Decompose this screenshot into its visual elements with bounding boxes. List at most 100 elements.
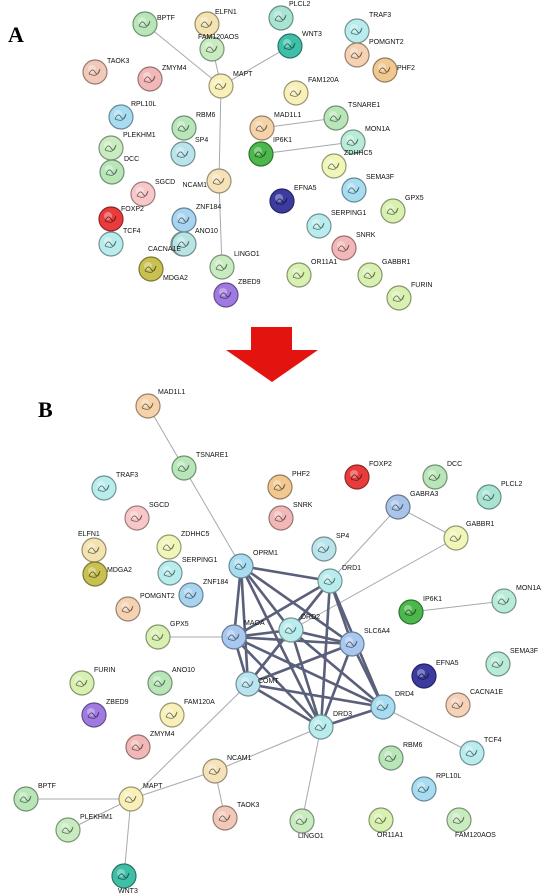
b-protein-structure-icon-serping1 xyxy=(163,569,176,577)
a-node-taok3: TAOK3 xyxy=(82,58,130,85)
a-node-label-pomgnt2: POMGNT2 xyxy=(369,39,404,46)
a-node-label-ip6k1: IP6K1 xyxy=(273,137,292,144)
b-node-rpl10l: RPL10L xyxy=(411,773,461,802)
b-node-label-fam120aos: FAM120AOS xyxy=(455,832,496,839)
b-protein-structure-icon-fam120aos xyxy=(452,816,465,824)
b-protein-structure-icon-mapt xyxy=(124,795,137,803)
a-node-label-zdhhc5: ZDHHC5 xyxy=(344,150,372,157)
a-node-label-taok3: TAOK3 xyxy=(107,58,130,65)
b-node-cacna1e: CACNA1E xyxy=(445,689,503,718)
a-node-furin: FURIN xyxy=(386,282,432,311)
a-protein-structure-icon-gabbr1 xyxy=(363,271,376,279)
a-node-label-plcl2: PLCL2 xyxy=(289,1,311,8)
a-node-gabbr1: GABBR1 xyxy=(357,259,411,288)
b-edge-maoa-drd3 xyxy=(233,636,322,728)
a-edge-wnt3-mapt xyxy=(220,45,291,87)
b-node-rbm6: RBM6 xyxy=(378,742,423,771)
b-protein-structure-icon-rbm6 xyxy=(384,754,397,762)
b-node-label-mdga2: MDGA2 xyxy=(107,567,132,574)
b-node-snrk: SNRK xyxy=(268,502,313,531)
b-node-gabra3: GABRA3 xyxy=(385,491,439,520)
b-node-label-gpx5: GPX5 xyxy=(170,621,189,628)
b-node-label-mapt: MAPT xyxy=(143,783,163,790)
b-node-elfn1: ELFN1 xyxy=(78,531,107,563)
b-node-label-oprm1: OPRM1 xyxy=(253,550,278,557)
a-node-traf3: TRAF3 xyxy=(344,12,391,44)
b-node-label-zmym4: ZMYM4 xyxy=(150,731,175,738)
a-node-sgcd: SGCD xyxy=(130,179,175,207)
b-node-label-plekhm1: PLEKHM1 xyxy=(80,814,113,821)
b-protein-structure-icon-zbed9 xyxy=(87,711,100,719)
b-protein-structure-icon-comt xyxy=(241,680,254,688)
a-protein-structure-icon-sema3f xyxy=(347,186,360,194)
a-protein-structure-icon-mad1l1 xyxy=(255,124,268,132)
a-node-label-bptf: BPTF xyxy=(157,15,175,22)
b-node-label-zbed9: ZBED9 xyxy=(106,699,129,706)
b-node-oprm1: OPRM1 xyxy=(228,550,278,579)
a-node-plekhm1: PLEKHM1 xyxy=(98,132,156,161)
b-node-label-ncam1: NCAM1 xyxy=(227,755,252,762)
b-protein-structure-icon-ano10 xyxy=(153,679,166,687)
b-node-zdhhc5: ZDHHC5 xyxy=(156,531,209,560)
b-protein-structure-icon-drd4 xyxy=(376,703,389,711)
b-node-ncam1: NCAM1 xyxy=(202,755,252,784)
b-node-label-or11a1: OR11A1 xyxy=(377,832,403,839)
b-node-bptf: BPTF xyxy=(13,783,56,812)
a-node-ip6k1: IP6K1 xyxy=(248,137,292,167)
a-protein-structure-icon-pomgnt2 xyxy=(350,51,363,59)
b-edge-oprm1-drd1 xyxy=(240,564,331,583)
a-node-elfn1: ELFN1 xyxy=(194,9,237,37)
b-protein-structure-icon-sgcd xyxy=(130,514,143,522)
a-node-label-mad1l1: MAD1L1 xyxy=(274,112,301,119)
a-node-label-elfn1: ELFN1 xyxy=(215,9,237,16)
b-protein-structure-icon-tsnare1 xyxy=(177,464,190,472)
b-node-label-traf3: TRAF3 xyxy=(116,472,138,479)
b-protein-structure-icon-efna5 xyxy=(417,672,430,680)
b-protein-structure-icon-ip6k1 xyxy=(404,608,417,616)
b-edge-maoa-drd4 xyxy=(233,635,384,709)
panel-a-letter: A xyxy=(8,22,24,47)
a-protein-structure-icon-snrk xyxy=(337,244,350,252)
b-protein-structure-icon-furin xyxy=(75,679,88,687)
a-node-label-gpx5: GPX5 xyxy=(405,195,424,202)
b-node-label-gabbr1: GABBR1 xyxy=(466,521,495,528)
a-node-label-dcc: DCC xyxy=(124,156,139,163)
b-edge-gabbr1-drd2 xyxy=(290,537,457,631)
a-protein-structure-icon-taok3 xyxy=(88,68,101,76)
b-node-label-plcl2: PLCL2 xyxy=(501,481,523,488)
a-protein-structure-icon-wnt3 xyxy=(283,42,296,50)
a-node-gpx5: GPX5 xyxy=(380,195,424,224)
b-node-label-drd4: DRD4 xyxy=(395,691,414,698)
b-node-mad1l1: MAD1L1 xyxy=(135,389,185,419)
a-protein-structure-icon-or11a1 xyxy=(292,271,305,279)
a-protein-structure-icon-ncam1 xyxy=(212,177,225,185)
a-protein-structure-icon-rpl10l xyxy=(114,113,127,121)
b-edge-comt-mapt xyxy=(130,683,249,800)
b-node-label-phf2: PHF2 xyxy=(292,471,310,478)
b-protein-structure-icon-mad1l1 xyxy=(141,402,154,410)
b-node-fam120a: FAM120A xyxy=(159,699,215,728)
a-protein-structure-icon-znf184 xyxy=(177,216,190,224)
b-protein-structure-icon-sema3f xyxy=(491,660,504,668)
b-edge-drd4-tcf4 xyxy=(382,706,473,754)
b-node-label-ano10: ANO10 xyxy=(172,667,195,674)
a-node-zbed9: ZBED9 xyxy=(213,279,261,308)
b-node-or11a1: OR11A1 xyxy=(368,807,403,839)
a-node-tcf4: TCF4 xyxy=(98,228,141,257)
down-arrow-icon xyxy=(226,327,318,382)
a-node-ncam1: NCAM1 xyxy=(182,168,232,194)
b-edge-tsnare1-oprm1 xyxy=(183,467,242,567)
a-edge-mapt-ncam1 xyxy=(218,85,222,182)
b-node-znf184: ZNF184 xyxy=(178,579,228,608)
b-node-label-lingo1: LINGO1 xyxy=(298,833,324,840)
a-protein-structure-icon-zbed9 xyxy=(219,291,232,299)
a-node-label-lingo1: LINGO1 xyxy=(234,251,260,258)
a-edge-ncam1-lingo1 xyxy=(218,180,223,268)
b-node-mon1a: MON1A xyxy=(491,585,541,614)
b-node-lingo1: LINGO1 xyxy=(289,808,324,840)
b-edge-drd2-drd4 xyxy=(290,629,384,708)
a-node-label-zbed9: ZBED9 xyxy=(238,279,261,286)
b-node-slc6a4: SLC6A4 xyxy=(339,628,390,657)
